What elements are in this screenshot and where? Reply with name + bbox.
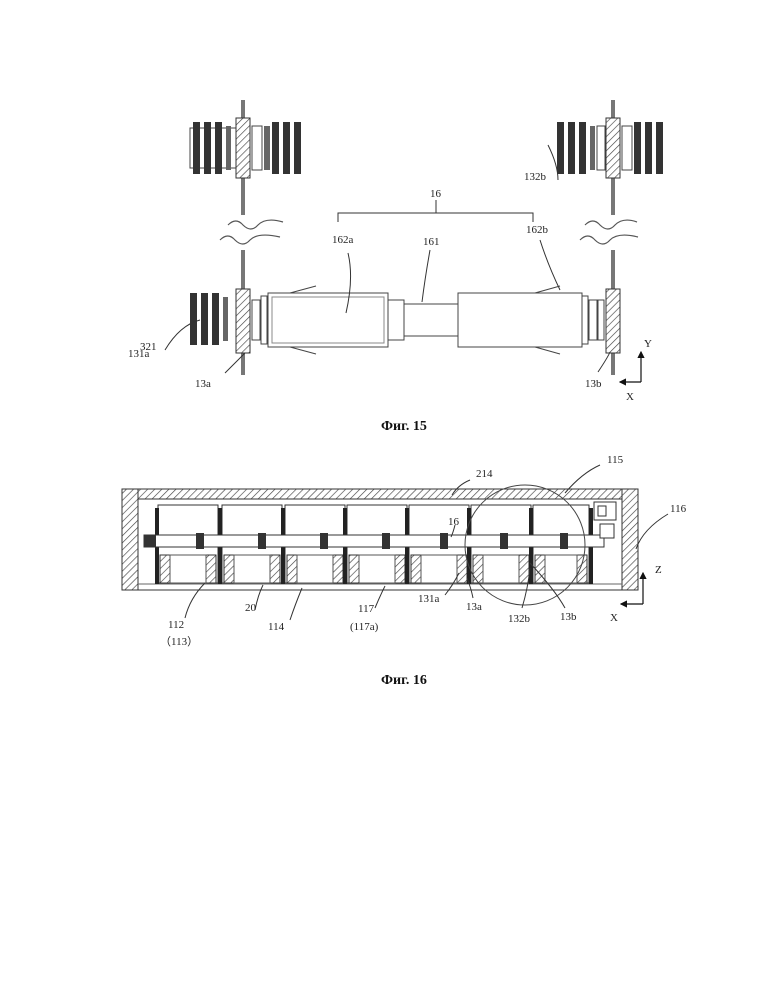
label-117: 117 [358, 603, 375, 615]
fig15-axis-x-label: X [626, 391, 634, 403]
label-113: （113） [160, 635, 198, 648]
label-13b: 13b [585, 378, 602, 390]
label-20: 20 [245, 602, 257, 614]
label-132b: 132b [524, 171, 547, 183]
label-132b: 132b [508, 613, 531, 625]
fig16-axis-x-label: X [610, 612, 618, 624]
bottom-right-wheel-group [582, 289, 620, 353]
figure-15: Y X 16 161 162a 162b 132b 131a 321 13a 1… [128, 100, 663, 434]
label-13a: 13a [466, 601, 482, 613]
label-115: 115 [607, 454, 624, 466]
label-114: 114 [268, 621, 285, 633]
label-112: 112 [168, 619, 184, 631]
top-left-wheel-group [190, 118, 301, 178]
coupling-16 [268, 286, 582, 354]
label-214: 214 [476, 468, 493, 480]
figure-16-caption: Фиг. 16 [381, 673, 427, 688]
label-13b: 13b [560, 611, 577, 623]
shaft-row [144, 533, 604, 549]
label-16: 16 [448, 516, 460, 528]
label-16: 16 [430, 188, 442, 200]
label-13a: 13a [195, 378, 211, 390]
label-321: 321 [140, 341, 157, 353]
label-161: 161 [423, 236, 440, 248]
label-162b: 162b [526, 224, 549, 236]
label-131a: 131a [418, 593, 440, 605]
label-116: 116 [670, 503, 687, 515]
figure-15-caption: Фиг. 15 [381, 419, 427, 434]
figure-16: Z X 214 115 116 16 112 （113） 20 114 117 … [122, 454, 687, 688]
top-right-wheel-group [557, 118, 663, 178]
fig15-axes: Y X [620, 338, 652, 403]
bottom-left-wheel-group [190, 289, 267, 353]
label-162a: 162a [332, 234, 354, 246]
fig15-axis-y-label: Y [644, 338, 652, 350]
fig16-axis-z-label: Z [655, 564, 662, 576]
label-117a: (117a) [350, 621, 379, 633]
end-bracket [594, 502, 616, 538]
